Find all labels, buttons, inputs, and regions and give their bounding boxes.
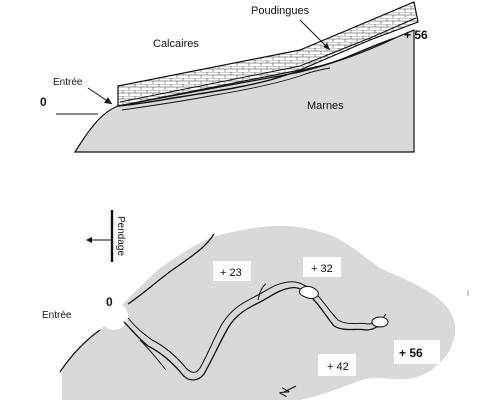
label-plus42: + 42 — [327, 361, 349, 373]
north-arrow-mark — [283, 385, 297, 393]
pendage-arrowhead — [86, 237, 92, 243]
label-entree-plan: Entrée — [42, 310, 72, 321]
label-plus23: + 23 — [220, 267, 242, 279]
label-entree-section: Entrée — [53, 77, 83, 88]
label-plus56-section: + 56 — [404, 28, 428, 42]
box-plus23 — [213, 261, 251, 281]
cave-gallery-section — [117, 37, 396, 107]
section-view: Calcaires Poudingues Entrée 0 Marnes + 5… — [40, 1, 428, 153]
label-marnes: Marnes — [307, 100, 344, 112]
terminal-chamber — [371, 316, 389, 328]
upper-spur — [257, 283, 267, 301]
label-zero-section: 0 — [40, 95, 47, 109]
entrance-circle — [100, 302, 128, 330]
side-chamber-32 — [299, 285, 319, 299]
plan-cliff-edge-upper — [127, 233, 215, 305]
box-plus56 — [394, 340, 440, 364]
cave-passage-outer — [123, 286, 385, 381]
label-plus56-plan: + 56 — [399, 346, 423, 360]
label-pendage: Pendage — [115, 216, 126, 256]
entry-arrowhead — [104, 97, 112, 104]
label-plus32: + 32 — [311, 263, 333, 275]
cave-gallery-section-floor — [121, 67, 331, 111]
limestone-band — [117, 1, 419, 107]
cave-passage-inner — [127, 281, 387, 373]
lower-branch — [139, 339, 167, 371]
plan-view: Pendage 0 Entrée + 23 + 32 + 42 + 56 N — [42, 210, 469, 400]
poudingues-arrowhead — [323, 43, 330, 50]
plan-plateau-region — [62, 225, 456, 400]
label-poudingues: Poudingues — [251, 5, 310, 17]
conglomerate-band — [119, 17, 417, 103]
box-plus42 — [318, 354, 356, 376]
label-zero-plan: 0 — [106, 295, 113, 309]
plan-cliff-edge — [59, 329, 101, 373]
label-calcaires: Calcaires — [153, 38, 199, 50]
box-plus32 — [303, 257, 341, 277]
